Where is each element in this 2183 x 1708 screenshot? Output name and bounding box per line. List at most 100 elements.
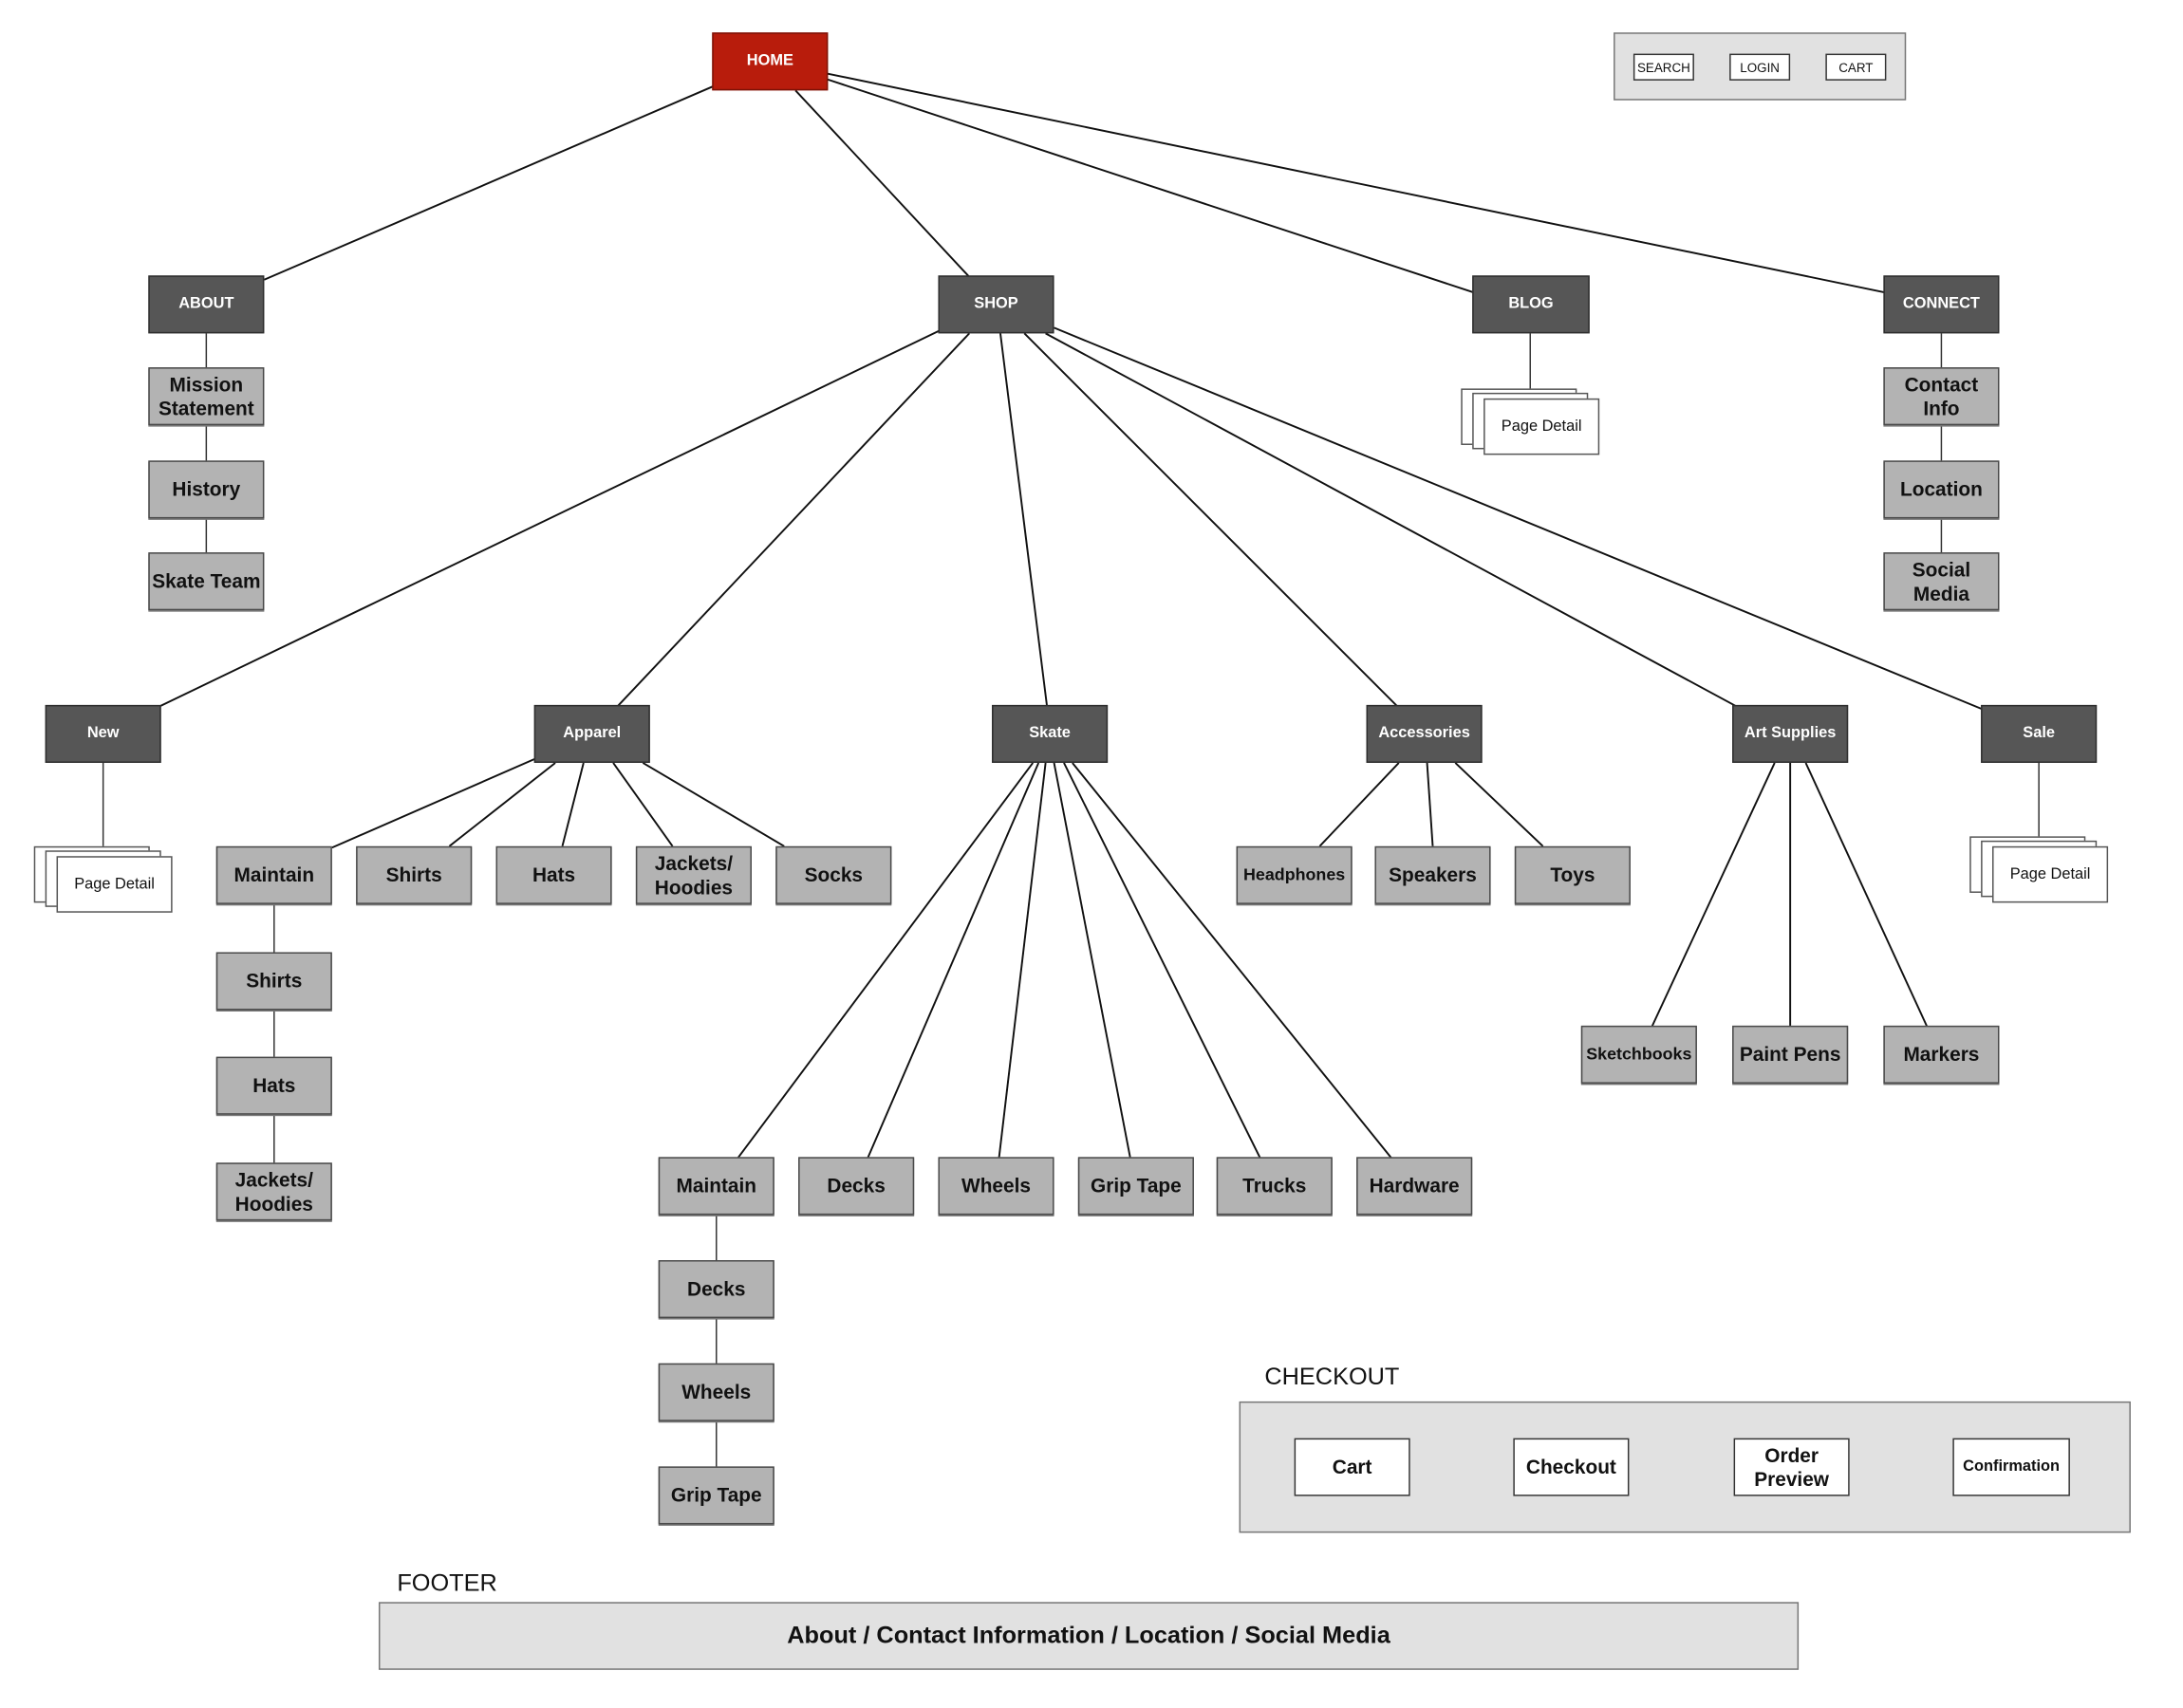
node-art-supplies[interactable]: Art Supplies bbox=[1732, 704, 1849, 763]
node-skate-maintain-wheels[interactable]: Wheels bbox=[658, 1363, 774, 1421]
node-label: Sale bbox=[2023, 725, 2055, 742]
node-label: Cart bbox=[1332, 1456, 1372, 1478]
edge-shop-new bbox=[159, 329, 941, 708]
node-skate-trucks[interactable]: Trucks bbox=[1216, 1157, 1333, 1216]
edge-acc-headphones bbox=[1318, 762, 1400, 847]
login-button[interactable]: LOGIN bbox=[1729, 53, 1791, 81]
edge-apparel-jackets bbox=[612, 762, 674, 847]
node-skate[interactable]: Skate bbox=[992, 704, 1109, 763]
node-apparel-shirts[interactable]: Shirts bbox=[356, 845, 473, 904]
node-headphones[interactable]: Headphones bbox=[1236, 845, 1353, 904]
edge-home-shop bbox=[794, 89, 970, 278]
edge-skate-maintain bbox=[737, 762, 1034, 1160]
node-label: Location bbox=[1900, 477, 1983, 501]
node-skate-decks[interactable]: Decks bbox=[798, 1157, 915, 1216]
page-detail-stack-blog[interactable]: Page Detail bbox=[1461, 388, 1600, 455]
node-label: CONNECT bbox=[1902, 295, 1980, 313]
node-apparel[interactable]: Apparel bbox=[533, 704, 650, 763]
node-label: Headphones bbox=[1243, 863, 1346, 884]
checkout-step-order-preview[interactable]: Order Preview bbox=[1733, 1438, 1850, 1496]
page-detail-stack-sale[interactable]: Page Detail bbox=[1969, 836, 2109, 903]
node-shop[interactable]: SHOP bbox=[938, 275, 1054, 334]
node-apparel-socks[interactable]: Socks bbox=[775, 845, 892, 904]
node-home[interactable]: HOME bbox=[712, 32, 829, 91]
node-apparel-jackets-hoodies[interactable]: Jackets/ Hoodies bbox=[635, 845, 752, 904]
node-label: Skate bbox=[1029, 725, 1071, 742]
node-markers[interactable]: Markers bbox=[1883, 1025, 2000, 1084]
node-maintain-hats[interactable]: Hats bbox=[215, 1056, 332, 1115]
node-skate-hardware[interactable]: Hardware bbox=[1356, 1157, 1473, 1216]
node-skate-maintain[interactable]: Maintain bbox=[658, 1157, 774, 1216]
node-label: Confirmation bbox=[1963, 1457, 2061, 1476]
node-maintain-shirts[interactable]: Shirts bbox=[215, 952, 332, 1011]
footer-bar[interactable]: About / Contact Information / Location /… bbox=[378, 1602, 1800, 1670]
node-label: Maintain bbox=[233, 863, 315, 887]
page-detail-stack-new[interactable]: Page Detail bbox=[33, 845, 173, 913]
footer-title: FOOTER bbox=[397, 1569, 497, 1597]
page-detail-label: Page Detail bbox=[56, 856, 173, 913]
node-contact-info[interactable]: Contact Info bbox=[1883, 367, 2000, 426]
node-toys[interactable]: Toys bbox=[1514, 845, 1631, 904]
node-label: Decks bbox=[827, 1174, 886, 1197]
edge-apparel-hats bbox=[561, 762, 585, 847]
node-label: New bbox=[86, 725, 120, 742]
node-label: HOME bbox=[746, 52, 793, 70]
node-speakers[interactable]: Speakers bbox=[1374, 845, 1491, 904]
node-history[interactable]: History bbox=[148, 460, 265, 519]
node-label: Hats bbox=[252, 1074, 296, 1098]
node-label: Wheels bbox=[681, 1381, 752, 1404]
node-label: Jackets/ Hoodies bbox=[654, 852, 734, 899]
node-skate-team[interactable]: Skate Team bbox=[148, 552, 265, 611]
node-label: Art Supplies bbox=[1744, 725, 1837, 742]
node-new[interactable]: New bbox=[45, 704, 161, 763]
node-connect[interactable]: CONNECT bbox=[1883, 275, 2000, 334]
node-label: Shirts bbox=[385, 863, 442, 887]
node-skate-maintain-grip-tape[interactable]: Grip Tape bbox=[658, 1466, 774, 1525]
node-social-media[interactable]: Social Media bbox=[1883, 552, 2000, 611]
node-location[interactable]: Location bbox=[1883, 460, 2000, 519]
node-about[interactable]: ABOUT bbox=[148, 275, 265, 334]
node-blog[interactable]: BLOG bbox=[1472, 275, 1590, 334]
checkout-title: CHECKOUT bbox=[1264, 1363, 1400, 1391]
node-apparel-hats[interactable]: Hats bbox=[495, 845, 612, 904]
node-maintain-jackets-hoodies[interactable]: Jackets/ Hoodies bbox=[215, 1162, 332, 1221]
edge-skate-decks bbox=[867, 762, 1040, 1160]
edge-home-blog bbox=[826, 78, 1474, 294]
checkout-step-checkout[interactable]: Checkout bbox=[1513, 1438, 1630, 1496]
checkout-step-cart[interactable]: Cart bbox=[1294, 1438, 1410, 1496]
edge-acc-toys bbox=[1454, 762, 1544, 847]
edge-shop-skate bbox=[999, 333, 1049, 707]
node-sketchbooks[interactable]: Sketchbooks bbox=[1580, 1025, 1697, 1084]
node-label: Sketchbooks bbox=[1586, 1043, 1692, 1064]
node-label: Apparel bbox=[563, 725, 622, 742]
search-button[interactable]: SEARCH bbox=[1633, 53, 1694, 81]
edge-home-connect bbox=[826, 72, 1886, 294]
node-skate-maintain-decks[interactable]: Decks bbox=[658, 1260, 774, 1319]
page-detail-label: Page Detail bbox=[1483, 398, 1600, 455]
node-label: Checkout bbox=[1525, 1456, 1616, 1478]
node-skate-grip-tape[interactable]: Grip Tape bbox=[1077, 1157, 1194, 1216]
node-label: Grip Tape bbox=[670, 1483, 762, 1507]
node-paint-pens[interactable]: Paint Pens bbox=[1732, 1025, 1849, 1084]
node-label: Maintain bbox=[676, 1174, 757, 1197]
node-label: Contact Info bbox=[1904, 373, 1979, 419]
node-label: Socks bbox=[804, 863, 864, 887]
node-label: Decks bbox=[687, 1277, 746, 1301]
node-label: Hardware bbox=[1369, 1174, 1460, 1197]
node-label: BLOG bbox=[1508, 295, 1554, 313]
cart-button[interactable]: CART bbox=[1825, 53, 1887, 81]
page-detail-label: Page Detail bbox=[1992, 845, 2109, 903]
node-accessories[interactable]: Accessories bbox=[1366, 704, 1483, 763]
edge-skate-grip bbox=[1053, 762, 1131, 1160]
node-label: Mission Statement bbox=[158, 373, 254, 419]
node-label: Social Media bbox=[1912, 558, 1971, 604]
node-label: Markers bbox=[1903, 1043, 1980, 1067]
node-sale[interactable]: Sale bbox=[1981, 704, 2098, 763]
node-label: Wheels bbox=[961, 1174, 1031, 1197]
node-skate-wheels[interactable]: Wheels bbox=[938, 1157, 1054, 1216]
node-mission-statement[interactable]: Mission Statement bbox=[148, 367, 265, 426]
checkout-step-confirmation[interactable]: Confirmation bbox=[1952, 1438, 2070, 1496]
edge-apparel-shirts bbox=[448, 762, 556, 847]
node-apparel-maintain[interactable]: Maintain bbox=[215, 845, 332, 904]
node-label: ABOUT bbox=[178, 295, 234, 313]
